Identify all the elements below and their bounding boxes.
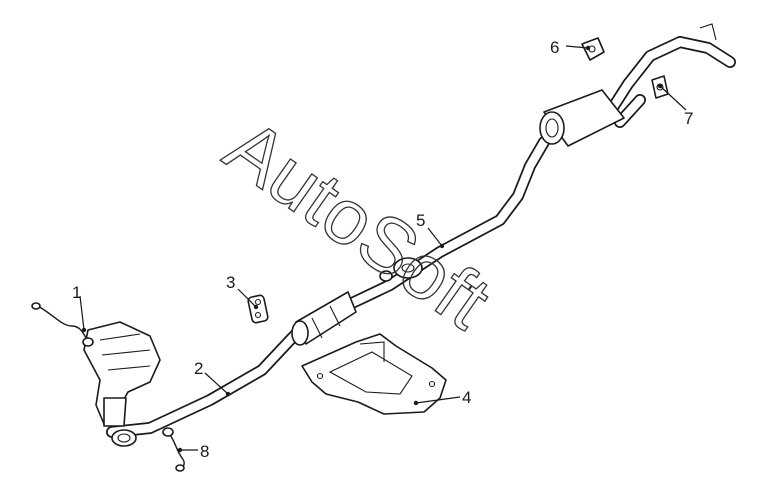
callout-8: 8 [200,442,209,461]
catalytic-converter [291,291,357,346]
callout-3: 3 [226,273,235,292]
rubber-hanger-6 [581,37,605,61]
rear-muffler [539,89,625,147]
pipe-flange-joint [379,257,423,282]
callout-1: 1 [72,283,81,302]
heat-shield [301,333,447,415]
callout-4: 4 [462,388,471,407]
callout-7: 7 [684,109,693,128]
callout-leaders [79,45,687,453]
exhaust-manifold [83,321,161,447]
callout-2: 2 [194,359,203,378]
oxygen-sensor-downstream [162,427,185,472]
rubber-hanger-3 [247,294,269,324]
oxygen-sensor-upstream [31,302,94,347]
callout-5: 5 [416,211,425,230]
callout-6: 6 [550,38,559,57]
